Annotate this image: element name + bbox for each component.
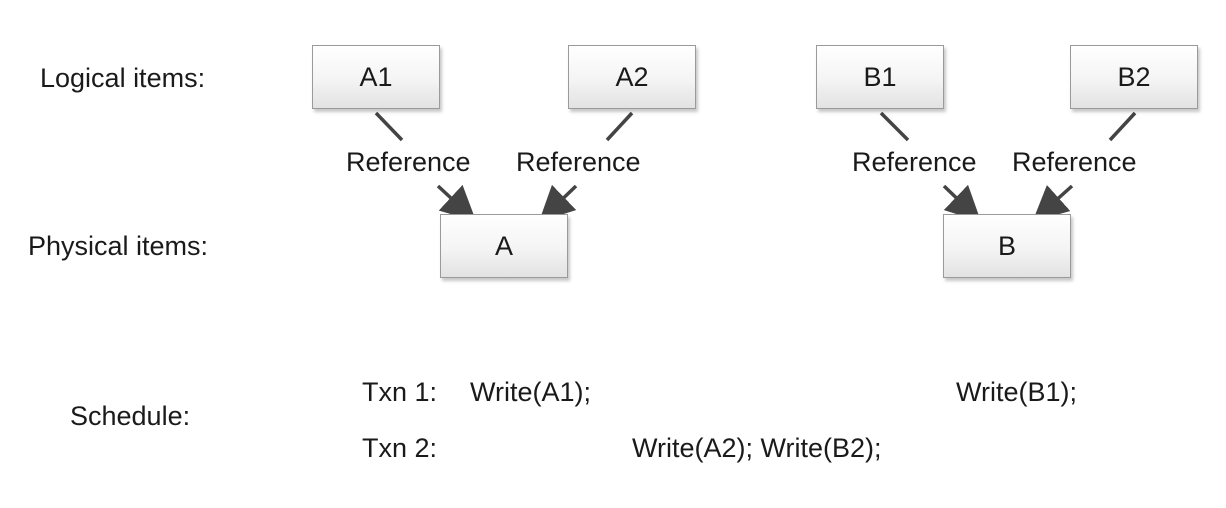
edge-b1-upper: [879, 111, 910, 142]
physical-item-a: A: [440, 214, 568, 278]
logical-item-a2: A2: [568, 45, 696, 109]
schedule-label: Schedule:: [70, 401, 191, 431]
edge-a2-upper: [605, 111, 634, 142]
txn2-label: Txn 2:: [362, 433, 438, 463]
edge-b2-lower: [1032, 184, 1074, 222]
reference-label-b2: Reference: [1012, 146, 1137, 178]
logical-item-b1: B1: [816, 45, 944, 109]
physical-item-b: B: [943, 214, 1071, 278]
physical-items-label: Physical items:: [28, 231, 209, 261]
reference-label-b1: Reference: [852, 146, 977, 178]
edge-b2-upper: [1108, 111, 1137, 142]
edge-b1-lower: [942, 184, 982, 222]
edge-a1-lower: [436, 184, 477, 222]
logical-item-b2: B2: [1070, 45, 1198, 109]
txn1-op-write-b1: Write(B1);: [956, 377, 1078, 407]
reference-label-a1: Reference: [346, 146, 471, 178]
txn1-op-write-a1: Write(A1);: [470, 377, 592, 407]
txn2-op-write-a2-b2: Write(A2); Write(B2);: [632, 433, 882, 463]
txn1-label: Txn 1:: [362, 377, 438, 407]
edge-a2-lower: [538, 184, 578, 222]
logical-item-a1: A1: [312, 45, 440, 109]
edge-a1-upper: [374, 111, 404, 142]
reference-label-a2: Reference: [516, 146, 641, 178]
logical-items-label: Logical items:: [40, 63, 206, 93]
